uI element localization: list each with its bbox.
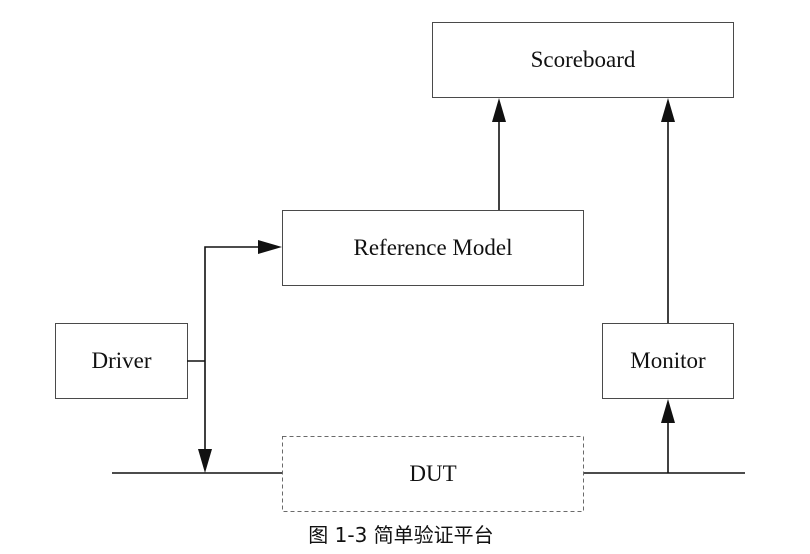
scoreboard-block: Scoreboard [432,22,734,98]
dut-block: DUT [282,436,584,512]
monitor-block: Monitor [602,323,734,399]
driver-to-refmodel-wire [204,246,262,361]
driver-label: Driver [91,348,151,373]
reference-model-block: Reference Model [282,210,584,286]
figure-caption: 图 1-3 简单验证平台 [308,523,493,547]
driver-block: Driver [55,323,188,399]
monitor-label: Monitor [630,348,706,373]
refmodel-input-arrowhead [258,240,282,254]
scoreboard-left-arrowhead [492,98,506,122]
bus-input-arrowhead [198,449,212,473]
scoreboard-right-arrowhead [661,98,675,122]
dut-label: DUT [409,461,456,486]
scoreboard-label: Scoreboard [531,47,636,72]
monitor-input-arrowhead [661,399,675,423]
reference-model-label: Reference Model [353,235,512,260]
